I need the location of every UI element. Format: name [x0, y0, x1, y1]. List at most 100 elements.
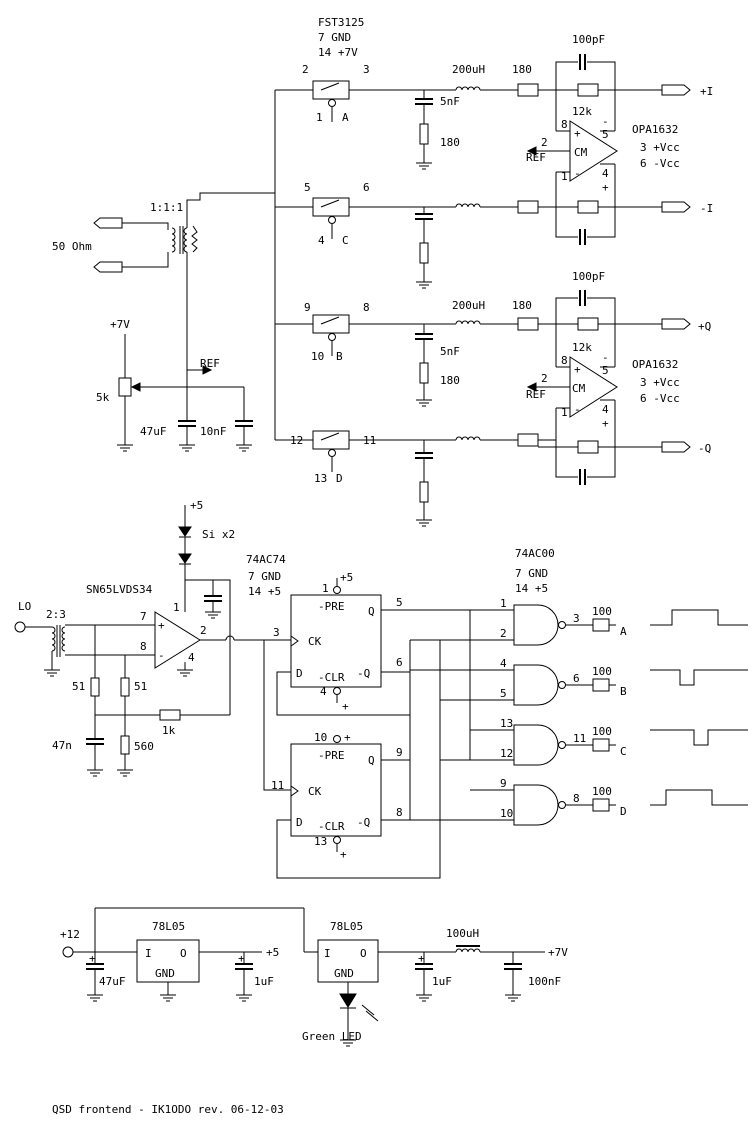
sw-c-ctl-pin: 4 — [318, 234, 325, 247]
nand-bubble — [558, 801, 566, 809]
opamp-i-pin4: 4 — [602, 167, 609, 180]
switch-gnd: 7 GND — [318, 31, 351, 44]
nand-out-resistor — [592, 618, 610, 632]
nand-vcc: 14 +5 — [515, 582, 548, 595]
ff-u2-clr-v: + — [340, 848, 347, 861]
diode-label: Si x2 — [202, 528, 235, 541]
lo-r1: 51 — [72, 680, 85, 693]
channel-plus-q: 9 8 10 B 5nF 180 200uH 180 100pF +Q — [304, 270, 711, 407]
power-supply: +12 + 47uF 78L05 I O GND +5 + 1uF 78L05 … — [60, 907, 568, 1047]
opamp-q-ref: REF — [526, 388, 546, 401]
lo-section: +5 Si x2 SN65LVDS34 LO 2:3 51 — [14, 499, 300, 777]
lvds-pin8: 8 — [140, 640, 147, 653]
opamp-q-part: OPA1632 — [632, 358, 678, 371]
opamp-q-vccp: 3 +Vcc — [640, 376, 680, 389]
rf-input-port-2 — [93, 261, 123, 273]
inductor-1-label: 200uH — [452, 63, 485, 76]
ff-u2-pre-pin: 10 — [314, 731, 327, 744]
output-port-plus-q — [661, 318, 691, 330]
ff-u1-ck-pin: 3 — [273, 626, 280, 639]
waveforms — [650, 609, 748, 806]
ff-u2-ck-pin: 11 — [271, 779, 284, 792]
sw-b-in-pin: 9 — [304, 301, 311, 314]
output-label-plus-i: +I — [700, 85, 713, 98]
bias-ref: REF — [200, 357, 220, 370]
opamp-i-out-minus: - — [602, 115, 609, 128]
ff-u2-d: D — [296, 816, 303, 829]
sw-c-out-pin: 6 — [363, 181, 370, 194]
channel-minus-i: 5 6 4 C -I — [304, 181, 713, 289]
lvds-pin7: 7 — [140, 610, 147, 623]
nand-resistor-value: 100 — [592, 665, 612, 678]
bias-supply: +7V — [110, 318, 130, 331]
opamp-i-plus: + — [574, 127, 581, 140]
nand-out-resistor — [592, 798, 610, 812]
ff-gnd: 7 GND — [248, 570, 281, 583]
input-section: 1:1:1 50 Ohm — [52, 192, 275, 420]
opamp-i-fbres: 12k — [572, 105, 592, 118]
reg1-gnd: GND — [155, 967, 175, 980]
opamp-i: + CM - - + 8 1 2 REF 5 4 12k OPA1632 3 +… — [526, 90, 680, 207]
nand-pin-y: 6 — [573, 672, 580, 685]
opamp-q-fbres: 12k — [572, 341, 592, 354]
lvds-plus: + — [158, 619, 165, 632]
nand-body — [513, 664, 559, 706]
inductor-3-label: 200uH — [452, 299, 485, 312]
diode-supply: +5 — [190, 499, 203, 512]
opamp-i-pin8: 8 — [561, 118, 568, 131]
lo-r3: 560 — [134, 740, 154, 753]
filter-res-3: 180 — [440, 374, 460, 387]
nand-resistor-value: 100 — [592, 605, 612, 618]
switch-a — [312, 80, 350, 107]
lvds-minus: - — [158, 649, 165, 662]
opamp-i-pin1: 1 — [561, 170, 568, 183]
inductor-2 — [455, 203, 481, 208]
nand-resistor-value: 100 — [592, 785, 612, 798]
ff-u1-pre-v: +5 — [340, 571, 353, 584]
v7-label: +7V — [548, 946, 568, 959]
lo-r2: 51 — [134, 680, 147, 693]
output-port-plus-i — [661, 84, 691, 96]
filter-cap-1: 5nF — [440, 95, 460, 108]
lo-label: LO — [18, 600, 31, 613]
vin-12 — [62, 946, 74, 958]
ff-u1-q-pin: 5 — [396, 596, 403, 609]
nand-output-label: C — [620, 745, 627, 758]
nand-bubble — [558, 681, 566, 689]
ff-u1-clr-pin: 4 — [320, 685, 327, 698]
nand-bubble — [558, 621, 566, 629]
switch-vcc: 14 +7V — [318, 46, 358, 59]
ff-u2-nq: -Q — [357, 816, 370, 829]
nand-pin-b: 10 — [500, 807, 513, 820]
opamp-q-vccn: 6 -Vcc — [640, 392, 680, 405]
sw-d-sel: D — [336, 472, 343, 485]
output-label-minus-q: -Q — [698, 442, 711, 455]
opamp-q-pin4: 4 — [602, 403, 609, 416]
series-res-3: 180 — [512, 299, 532, 312]
c1-label: 47uF — [99, 975, 126, 988]
nand-body — [513, 724, 559, 766]
sw-c-in-pin: 5 — [304, 181, 311, 194]
sw-c-sel: C — [342, 234, 349, 247]
ff-u1-pre: -PRE — [318, 600, 345, 613]
bias-c1: 47uF — [140, 425, 167, 438]
ff-u2-ck: CK — [308, 785, 322, 798]
switch-b — [312, 314, 350, 341]
sw-a-out-pin: 3 — [363, 63, 370, 76]
led-label: Green LED — [302, 1030, 362, 1043]
ff-u2-clr: -CLR — [318, 820, 345, 833]
filter-cap-3: 5nF — [440, 345, 460, 358]
pot-5k — [118, 377, 132, 397]
nand-body — [513, 604, 559, 646]
ff-part: 74AC74 — [246, 553, 286, 566]
nand-pin-a: 9 — [500, 777, 507, 790]
nand-part: 74AC00 — [515, 547, 555, 560]
filter-res-1: 180 — [440, 136, 460, 149]
nand-pin-a: 1 — [500, 597, 507, 610]
ff-u2-q-pin: 9 — [396, 746, 403, 759]
sw-d-ctl-pin: 13 — [314, 472, 327, 485]
opamp-i-vccp: 3 +Vcc — [640, 141, 680, 154]
